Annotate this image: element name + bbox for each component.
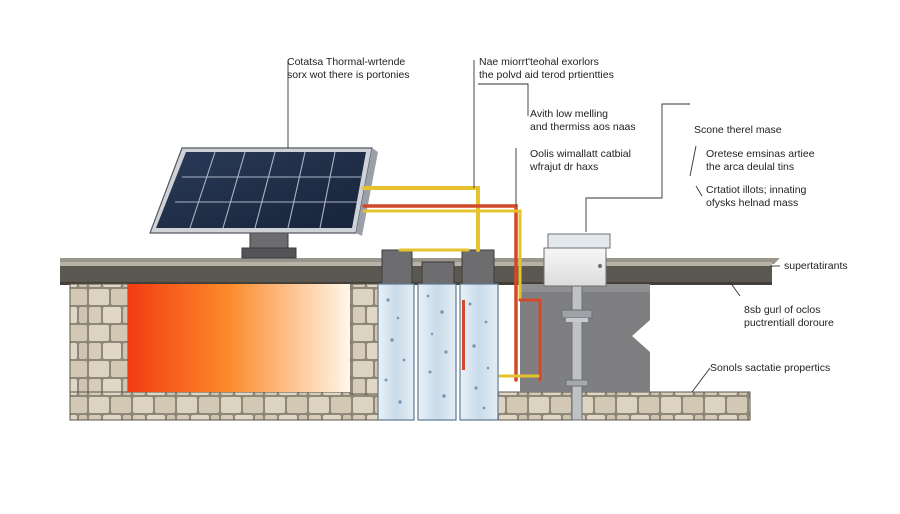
callout-text: the arca deulal tins — [706, 161, 795, 173]
callout-text: Crtatiot illots; innating — [706, 184, 807, 196]
callout-mid-center-2: Oolis wimallatt catbial wfrajut dr haxs — [530, 148, 631, 174]
callout-right-2: Oretese emsinas artiee the arca deulal t… — [706, 148, 815, 174]
callout-right-5: 8sb gurl of oclos puctrentiall doroure — [744, 304, 834, 330]
callout-right-4: supertatirants — [784, 260, 848, 273]
callout-text: Avith low melling — [530, 108, 609, 120]
ground-slab — [60, 258, 780, 285]
callout-top-left: Cotatsa Thormal-wrtende sorx wot there i… — [287, 56, 410, 82]
thermal-mass-heat-zone — [128, 284, 350, 392]
callout-text: Scone therel mase — [694, 124, 782, 136]
callout-text: supertatirants — [784, 260, 848, 272]
callout-text: 8sb gurl of oclos — [744, 304, 821, 316]
callout-mid-center-1: Avith low melling and thermiss aos naas — [530, 108, 636, 134]
control-unit — [543, 233, 611, 421]
stone-foundation — [69, 283, 751, 421]
callout-text: Sonols sactatie propertics — [710, 362, 831, 374]
callout-text: ofysks helnad mass — [706, 197, 799, 209]
callout-text: wfrajut dr haxs — [530, 161, 599, 173]
callout-text: Oretese emsinas artiee — [706, 148, 815, 160]
callout-text: Oolis wimallatt catbial — [530, 148, 631, 160]
callout-right-1: Scone therel mase — [694, 124, 782, 137]
callout-right-3: Crtatiot illots; innating ofysks helnad … — [706, 184, 806, 210]
callout-text: Nae miorrt'teohal exorlors — [479, 56, 599, 68]
callout-lines — [287, 60, 780, 393]
solar-panel — [149, 147, 378, 259]
callout-right-6: Sonols sactatie propertics — [710, 362, 830, 375]
callout-text: sorx wot there is portonies — [287, 69, 410, 81]
callout-top-center: Nae miorrt'teohal exorlors the polvd aid… — [479, 56, 614, 82]
callout-text: the polvd aid terod prtientties — [479, 69, 614, 81]
storage-tanks — [377, 249, 499, 421]
callout-text: Cotatsa Thormal-wrtende — [287, 56, 406, 68]
callout-text: puctrentiall doroure — [744, 317, 834, 329]
callout-text: and thermiss aos naas — [530, 121, 636, 133]
